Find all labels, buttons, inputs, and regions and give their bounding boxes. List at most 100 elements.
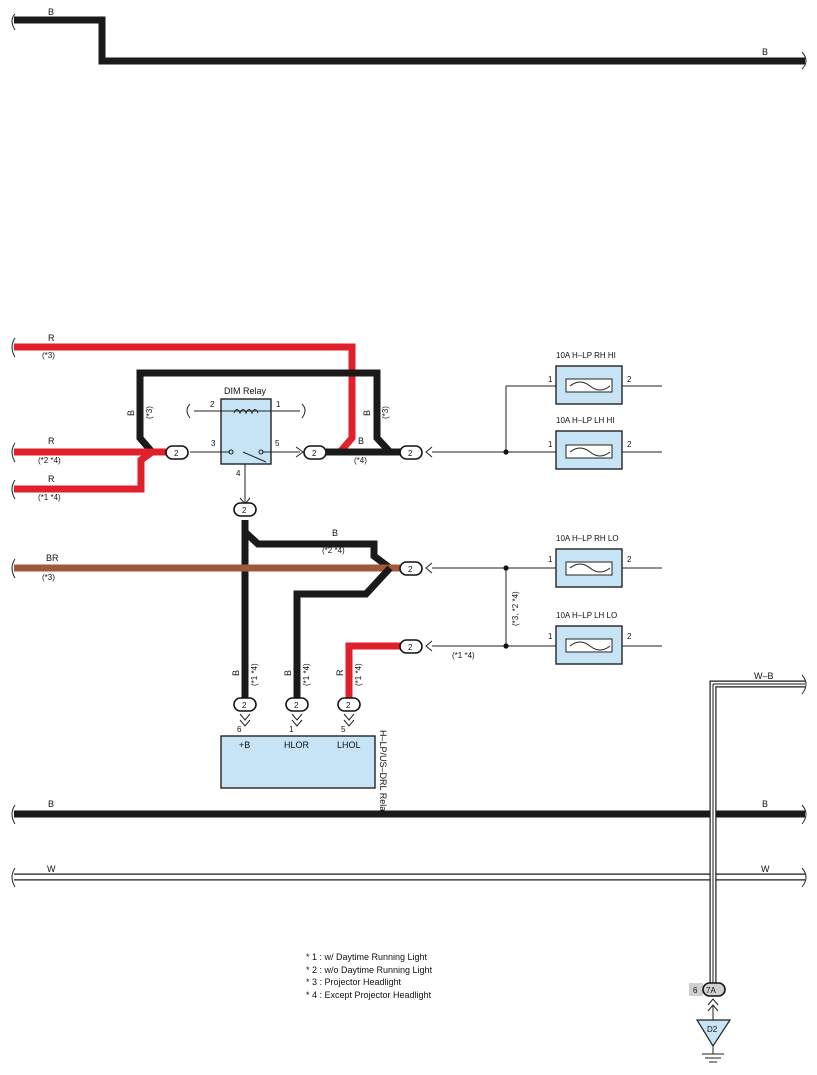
- wire-break-mark: [11, 867, 16, 888]
- notes-legend: * 1 : w/ Daytime Running Light * 2 : w/o…: [306, 951, 432, 1001]
- junction-dot: [503, 565, 509, 571]
- connector-2-f: 2: [399, 639, 433, 654]
- wire-note: (*3, *2 *4): [511, 591, 520, 626]
- wire-break-mark: [11, 13, 16, 31]
- wire-color-label: W: [47, 864, 56, 874]
- svg-text:(*1 *4): (*1 *4): [302, 663, 311, 686]
- wire-note: (*1 *4): [452, 651, 475, 660]
- relay-body: [220, 398, 272, 465]
- connector-2-a: 2: [165, 445, 189, 460]
- red-wire-low: R (*1 *4): [11, 449, 155, 502]
- relay-pin-name: LHOL: [337, 740, 361, 750]
- black-relay-out-wire: B (*4): [326, 436, 402, 465]
- svg-text:2: 2: [408, 643, 413, 652]
- fuse-lh-hi: 10A H–LP LH HI 1 2: [548, 416, 662, 470]
- wire-break-mark: [11, 337, 16, 358]
- svg-text:2: 2: [242, 701, 247, 710]
- wire-color-label: B: [358, 436, 364, 446]
- ground-point: D2: [695, 1019, 732, 1063]
- wire-color-label: B: [762, 47, 768, 57]
- relay-pin-label: 6: [237, 725, 242, 734]
- wire-note: (*3): [381, 406, 390, 419]
- note-3: * 3 : Projector Headlight: [306, 977, 402, 987]
- lo-fuse-feed: (*3, *2 *4) (*1 *4): [432, 565, 556, 660]
- svg-text:2: 2: [408, 565, 413, 574]
- wire-break-mark: [11, 479, 16, 500]
- relay-pin-label: 1: [276, 400, 281, 409]
- connector-2-h: 2: [285, 697, 309, 727]
- relay-switch-icon: [242, 451, 267, 463]
- svg-text:B: B: [231, 670, 241, 676]
- svg-text:2: 2: [627, 555, 632, 564]
- connector-2-b: 2: [295, 445, 327, 460]
- wire-note: (*2 *4): [38, 456, 61, 465]
- wire-color-label: W: [761, 864, 770, 874]
- fuse-label: 10A H–LP LH HI: [556, 416, 615, 425]
- note-2: * 2 : w/o Daytime Running Light: [306, 964, 433, 975]
- wire-break-mark: [801, 867, 807, 888]
- ground-connector: 6 7A: [689, 982, 726, 1020]
- connector-2-e: 2: [399, 561, 433, 576]
- connector-2-g: 2: [233, 697, 257, 727]
- wire-note: (*1 *4): [38, 493, 61, 502]
- wb-ground-wire: W–B: [709, 671, 807, 984]
- svg-text:6: 6: [693, 986, 698, 995]
- wire-color-label: R: [48, 333, 55, 343]
- relay-pin-label: 2: [210, 400, 215, 409]
- black-hlor-wire: [293, 565, 393, 700]
- relay-contact-icon: [228, 449, 234, 455]
- wire-color-label: BR: [46, 553, 59, 563]
- fuse-icon: [569, 381, 611, 391]
- wire-break-mark: [11, 804, 16, 825]
- svg-text:2: 2: [627, 440, 632, 449]
- junction-dot: [503, 643, 509, 649]
- top-b-wire: B B: [11, 7, 807, 70]
- wire-break-mark: [11, 558, 16, 579]
- black-loop-wire: B (*3) B (*3): [126, 369, 393, 455]
- junction-dot: [503, 449, 509, 455]
- fuse-rh-hi: 10A H–LP RH HI 1 2: [548, 351, 662, 405]
- ground-pin-tab: [689, 983, 703, 996]
- ground-triangle-icon: [695, 1019, 732, 1048]
- svg-text:1: 1: [548, 555, 553, 564]
- relay-pin-label: 4: [236, 469, 241, 478]
- relay-pin-label: 3: [211, 439, 216, 448]
- wire-break-mark: [11, 442, 16, 463]
- svg-text:R: R: [335, 669, 345, 676]
- relay-coil-icon: [233, 409, 259, 415]
- drl-relay: 6 1 5 +B HLOR LHOL H–LP/US–DRL Relay: [220, 725, 388, 816]
- fuse-icon: [569, 563, 611, 573]
- dim-relay: DIM Relay 2 1 3 5 4: [186, 386, 306, 505]
- svg-text:1: 1: [548, 632, 553, 641]
- fuse-icon: [569, 447, 611, 457]
- connector-2-c: 2: [399, 445, 433, 460]
- bottom-b-wire: B B: [11, 799, 807, 825]
- relay-pin-label: 5: [275, 439, 280, 448]
- fuse-label: 10A H–LP RH LO: [556, 534, 619, 543]
- drl-relay-name: H–LP/US–DRL Relay: [378, 730, 388, 816]
- svg-text:2: 2: [627, 632, 632, 641]
- svg-text:2: 2: [294, 701, 299, 710]
- wire-color-label: B: [362, 410, 372, 416]
- wire-color-label: B: [126, 410, 136, 416]
- wire-color-label: W–B: [754, 671, 774, 681]
- relay-pin-name: +B: [239, 740, 250, 750]
- bottom-w-wire: W W: [11, 864, 807, 888]
- relay-pin-name: HLOR: [284, 740, 310, 750]
- wire-note: (*3): [42, 573, 55, 582]
- svg-text:(*1 *4): (*1 *4): [354, 663, 363, 686]
- wire-color-label: R: [48, 436, 55, 446]
- red-lhol-wire: [345, 642, 402, 700]
- connector-2-d: 2: [233, 497, 257, 517]
- svg-text:7A: 7A: [706, 986, 716, 995]
- wire-break-mark: [801, 804, 807, 825]
- black-upper-branch-wire: B (*2 *4): [241, 520, 393, 700]
- note-1: * 1 : w/ Daytime Running Light: [306, 952, 428, 962]
- svg-text:B: B: [283, 670, 293, 676]
- fuse-label: 10A H–LP RH HI: [556, 351, 616, 360]
- wire-note: (*2 *4): [322, 546, 345, 555]
- relay-pin-label: 1: [289, 725, 294, 734]
- svg-text:1: 1: [548, 375, 553, 384]
- svg-text:2: 2: [312, 449, 317, 458]
